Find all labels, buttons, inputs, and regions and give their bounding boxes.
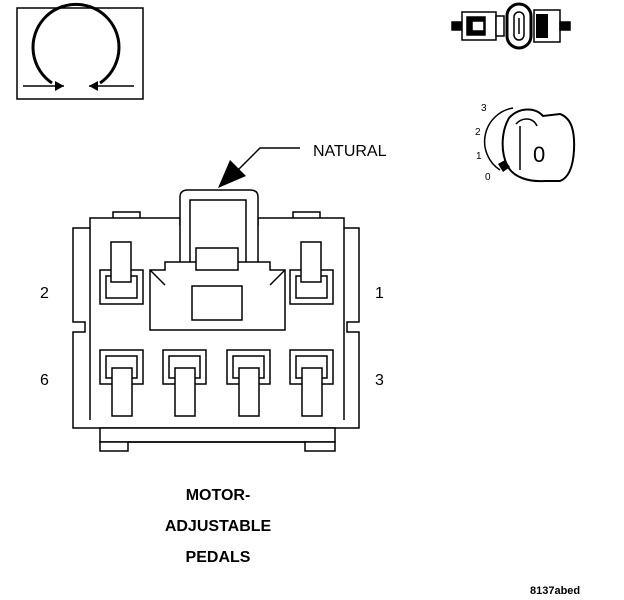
lock-position-2: 2 bbox=[475, 127, 481, 138]
inline-connector-icon bbox=[451, 2, 571, 50]
cavity-pin-1 bbox=[289, 241, 334, 305]
title-line-3: PEDALS bbox=[186, 549, 251, 566]
lock-key-label: 0 bbox=[533, 142, 545, 167]
terminal-view-icon bbox=[16, 2, 144, 100]
lock-position-icon bbox=[483, 107, 576, 183]
connector-body bbox=[72, 189, 360, 452]
natural-label: NATURAL bbox=[313, 143, 387, 160]
title-line-1: MOTOR- bbox=[186, 487, 251, 504]
natural-callout-leader bbox=[218, 147, 300, 188]
cavity-pin-3 bbox=[289, 349, 334, 417]
pin-label-2: 2 bbox=[40, 285, 49, 302]
cavity-pin-2 bbox=[99, 241, 144, 305]
cavity-pin-4 bbox=[226, 349, 271, 417]
cavity-pin-5 bbox=[162, 349, 207, 417]
pin-label-6: 6 bbox=[40, 372, 49, 389]
lock-position-1: 1 bbox=[476, 151, 482, 162]
title-line-2: ADJUSTABLE bbox=[165, 518, 272, 535]
pin-label-3: 3 bbox=[375, 372, 384, 389]
lock-position-3: 3 bbox=[481, 103, 487, 114]
lock-position-0: 0 bbox=[485, 172, 491, 183]
cavity-pin-6 bbox=[99, 349, 144, 417]
reference-code: 8137abed bbox=[530, 585, 580, 597]
pin-label-1: 1 bbox=[375, 285, 384, 302]
